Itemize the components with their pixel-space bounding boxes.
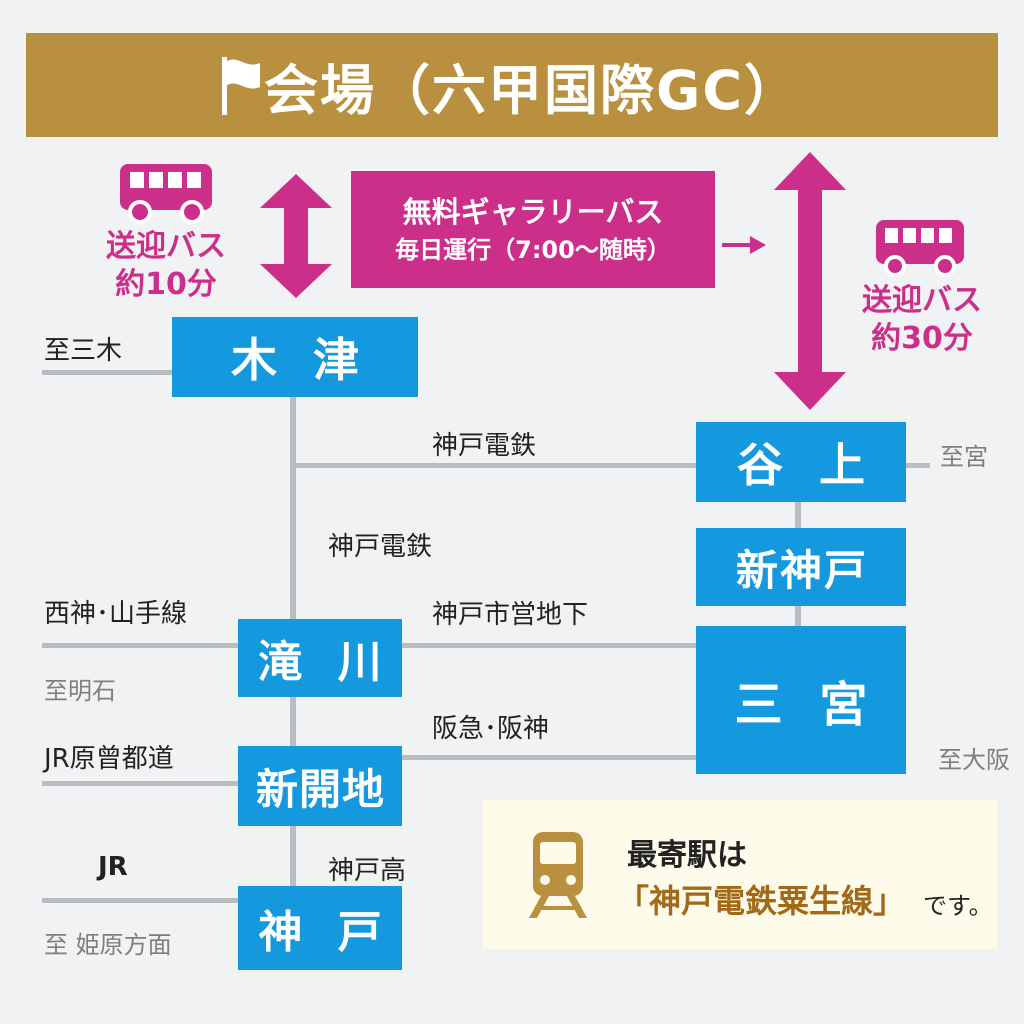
station-kitsu: 木 津 bbox=[172, 317, 418, 397]
small-arrow-right-icon bbox=[722, 236, 766, 254]
double-arrow-right-icon bbox=[774, 152, 846, 410]
station-shinkaichi: 新開地 bbox=[238, 746, 402, 826]
destination-osaka: 至大阪 bbox=[938, 746, 1010, 774]
train-icon bbox=[529, 832, 587, 918]
line-label-jr-line: JR原曾都道 bbox=[44, 744, 174, 774]
station-sannomiya: 三 宮 bbox=[696, 626, 906, 774]
bus-left-label: 送迎バス 約10分 bbox=[84, 228, 248, 304]
rail-line-seishin bbox=[42, 643, 238, 648]
rail-line-subway bbox=[402, 643, 696, 648]
line-label-kobe-dentetsu-1: 神戸電鉄 bbox=[432, 431, 537, 461]
venue-title: 会場（六甲国際GC） bbox=[264, 58, 800, 122]
destination-himeji: 至 姫原方面 bbox=[44, 931, 172, 959]
destination-akashi: 至明石 bbox=[44, 677, 116, 705]
nearest-station-info: 最寄駅は 「神戸電鉄粟生線」 です。 bbox=[483, 800, 997, 949]
bus-icon bbox=[120, 164, 212, 224]
double-arrow-left-icon bbox=[260, 174, 332, 298]
rail-line-kobe-dentetsu bbox=[296, 463, 696, 468]
rail-line-jr-upper bbox=[42, 781, 238, 786]
info-line1: 最寄駅は bbox=[627, 838, 747, 873]
line-label-subway: 神戸市営地下 bbox=[432, 600, 589, 630]
station-kobe: 神 戸 bbox=[238, 886, 402, 970]
line-label-kobe-kosoku: 神戸高 bbox=[328, 856, 407, 886]
station-tanigami: 谷 上 bbox=[696, 422, 906, 502]
line-label-kobe-dentetsu-2: 神戸電鉄 bbox=[328, 532, 433, 562]
bus-right-line2: 約30分 bbox=[871, 321, 973, 356]
info-line2: 「神戸電鉄粟生線」 bbox=[617, 882, 906, 920]
destination-miki: 至三木 bbox=[44, 336, 123, 366]
rail-line-hankyu-hanshin bbox=[402, 755, 696, 760]
bus-right-label: 送迎バス 約30分 bbox=[844, 282, 1000, 358]
bus-right-line1: 送迎バス bbox=[862, 283, 982, 318]
info-line3: です。 bbox=[923, 892, 993, 920]
bus-left-line1: 送迎バス bbox=[106, 229, 226, 264]
flag-icon bbox=[222, 57, 260, 115]
line-label-hankyu-hanshin: 阪急･阪神 bbox=[432, 714, 550, 744]
bus-icon bbox=[876, 220, 964, 277]
shuttle-line2: 毎日運行（7:00〜随時） bbox=[395, 235, 671, 264]
bus-left-line2: 約10分 bbox=[115, 267, 217, 302]
station-takigawa: 滝 川 bbox=[238, 619, 402, 697]
shuttle-line1: 無料ギャラリーバス bbox=[402, 194, 664, 229]
rail-line-miya bbox=[906, 463, 930, 468]
line-label-jr: JR bbox=[98, 852, 128, 882]
rail-line-miki bbox=[42, 370, 174, 375]
venue-header: 会場（六甲国際GC） bbox=[26, 33, 998, 137]
line-label-seishin: 西神･山手線 bbox=[44, 599, 188, 629]
shuttle-banner: 無料ギャラリーバス 毎日運行（7:00〜随時） bbox=[351, 171, 715, 288]
destination-miya: 至宮 bbox=[940, 443, 988, 471]
station-shinkobe: 新神戸 bbox=[696, 528, 906, 606]
rail-line-jr-lower bbox=[42, 898, 238, 903]
